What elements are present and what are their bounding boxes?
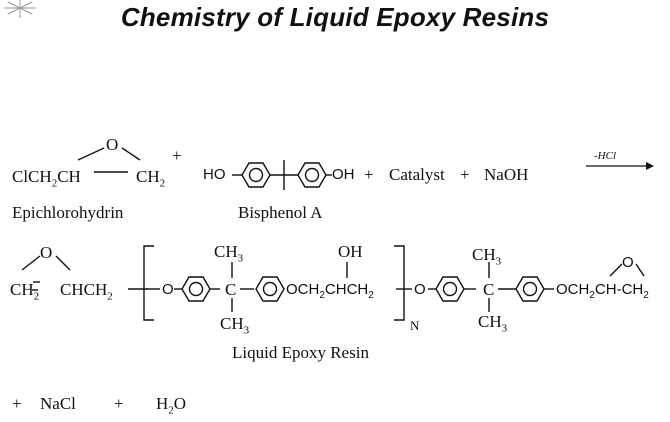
epichlorohydrin-formula-left: ClCH2CH <box>12 167 81 190</box>
water-text: H2O <box>156 394 187 417</box>
sparkle-icon <box>4 0 36 18</box>
quaternary-carbon: C <box>483 280 495 299</box>
arrow-note: -HCl <box>594 150 616 162</box>
plus-sign: + <box>364 165 374 184</box>
repeat-unit-linker: OCH2CHCH2 <box>286 281 374 301</box>
plus-sign: + <box>114 394 124 413</box>
quaternary-carbon: C <box>225 280 237 299</box>
hydroxyl-group: OH <box>338 242 363 261</box>
bisphenol-label: Bisphenol A <box>238 203 323 222</box>
product-label: Liquid Epoxy Resin <box>232 343 369 362</box>
plus-sign: + <box>172 146 182 165</box>
repeat-count: N <box>410 318 420 333</box>
epoxide-oxygen: O <box>622 254 634 271</box>
ether-oxygen: O <box>162 281 174 298</box>
epichlorohydrin-formula-right: CH2 <box>136 167 166 190</box>
plus-sign: + <box>460 165 470 184</box>
product-ch2: CH2 <box>10 280 40 303</box>
epoxide-oxygen: O <box>40 243 53 262</box>
methyl-bottom: CH3 <box>478 312 508 335</box>
bisphenol-structure <box>232 160 332 190</box>
catalyst-text: Catalyst <box>389 165 445 184</box>
epichlorohydrin-label: Epichlorohydrin <box>12 203 124 222</box>
methyl-bottom: CH3 <box>220 314 250 337</box>
nacl-text: NaCl <box>40 394 76 413</box>
bisphenol-oh: OH <box>332 166 355 183</box>
page-title: Chemistry of Liquid Epoxy Resins <box>120 2 550 32</box>
plus-sign: + <box>12 394 22 413</box>
epoxide-oxygen: O <box>106 135 119 154</box>
methyl-top: CH3 <box>472 245 502 268</box>
glycidyl-tail: OCH2CH-CH2 <box>556 281 649 301</box>
methyl-top: CH3 <box>214 242 244 265</box>
product-chain <box>128 245 645 321</box>
ether-oxygen: O <box>414 281 426 298</box>
reaction-arrow <box>586 162 654 170</box>
product-left-ring <box>21 255 71 291</box>
product-chch2: CHCH2 <box>60 280 113 303</box>
bisphenol-ho: HO <box>203 166 226 183</box>
naoh-text: NaOH <box>484 165 529 184</box>
epichlorohydrin-ring <box>77 147 141 173</box>
